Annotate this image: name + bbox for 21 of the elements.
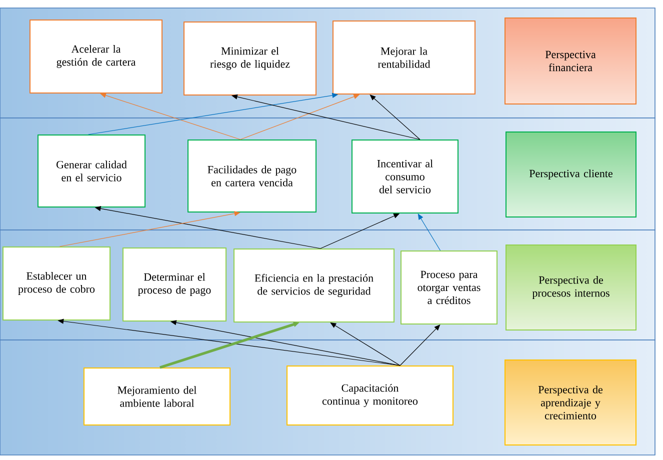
perspective-box: Perspectiva financiera <box>504 18 636 104</box>
objective-box: Mejoramiento del ambiente laboral <box>84 368 230 426</box>
objective-box: Acelerar la gestión de cartera <box>30 20 162 94</box>
objective-box: Establecer un proceso de cobro <box>2 246 110 320</box>
perspective-box: Perspectiva cliente <box>506 132 636 218</box>
objective-box: Incentivar al consumo del servicio <box>352 140 458 214</box>
perspective-box: Perspectiva de aprendizaje y crecimiento <box>504 360 636 446</box>
objective-box: Facilidades de pago en cartera vencida <box>188 140 316 212</box>
arrow <box>330 322 400 366</box>
objective-box: Capacitación continua y monitoreo <box>286 366 454 426</box>
objective-box: Mejorar la rentabilidad <box>332 20 476 94</box>
arrow <box>100 92 241 140</box>
objective-box: Generar calidad en el servicio <box>38 134 146 208</box>
arrow <box>400 324 440 366</box>
arrow <box>418 214 441 251</box>
objective-box: Minimizar el riesgo de liquidez <box>184 22 316 96</box>
arrow <box>370 94 420 140</box>
objective-box: Eficiencia en la prestación de servicios de seguridad <box>234 248 394 322</box>
objective-box: Determinar el proceso de pago <box>122 248 226 322</box>
objective-box: Proceso para otorgar ventas a créditos <box>400 250 498 324</box>
perspective-box: Perspectiva de procesos internos <box>506 244 636 330</box>
